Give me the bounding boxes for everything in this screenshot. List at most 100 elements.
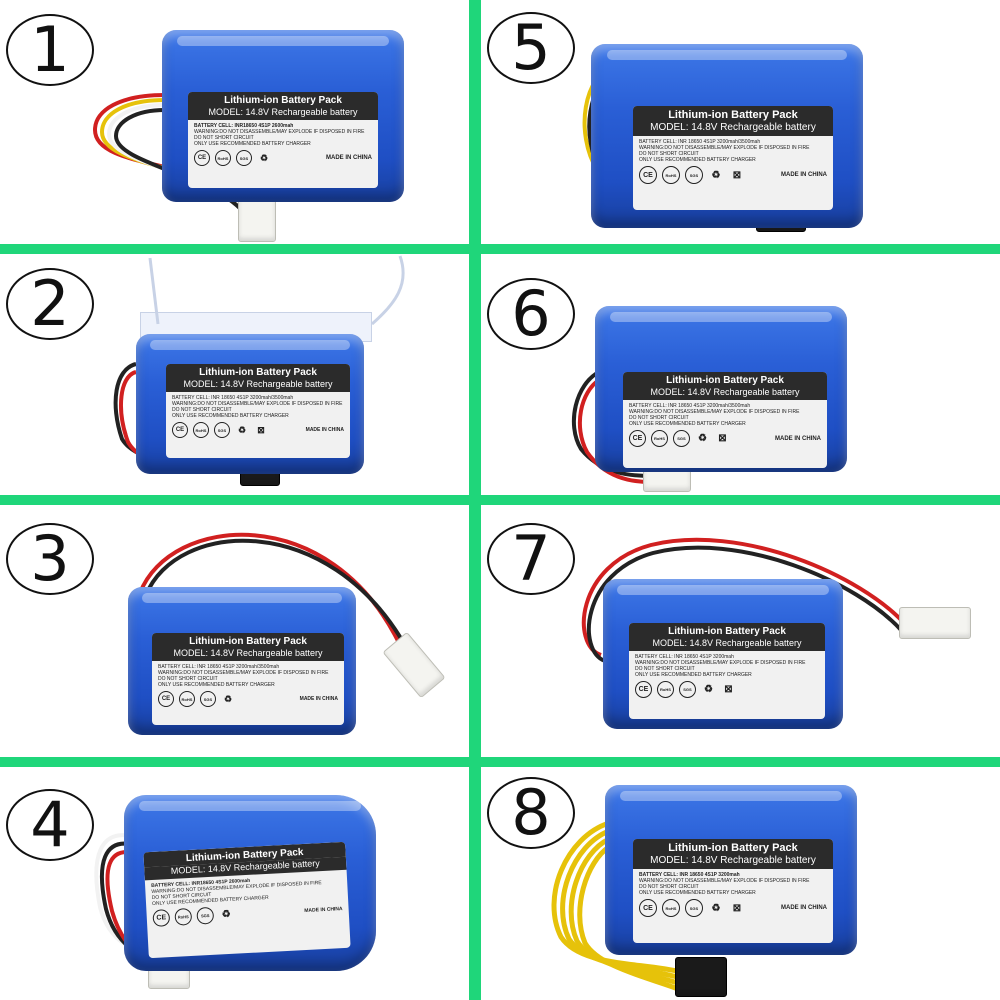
label-short: DO NOT SHORT CIRCUIT [158,676,218,682]
label-model: MODEL: 14.8V Rechargeable battery [633,122,833,136]
certification-marks: CE RoHS SGS ♻ ⊠ MADE IN CHINA [166,419,350,441]
panel-5: 5 Lithium-ion Battery Pack MODEL: 14.8V … [481,0,1000,244]
sgs-mark-icon: SGS [679,681,696,698]
label-model: MODEL: 14.8V Rechargeable battery [623,387,827,400]
rohs-mark-icon: RoHS [651,430,668,447]
recycle-icon: ♻ [237,424,247,435]
panel-3: 3 Lithium-ion Battery Pack MODEL: 14.8V … [0,505,469,757]
certification-marks: CE RoHS SGS ♻ MADE IN CHINA [152,688,344,710]
battery-pack: Lithium-ion Battery Pack MODEL: 14.8V Re… [595,306,847,472]
panel-number: 5 [487,12,575,84]
label-charger: ONLY USE RECOMMENDED BATTERY CHARGER [635,672,752,678]
battery-pack: Lithium-ion Battery Pack MODEL: 14.8V Re… [591,44,863,228]
connector-black [675,957,727,997]
sgs-mark-icon: SGS [685,166,703,184]
panel-8: 8 Lithium-ion Battery Pack MODEL: 14.8V … [481,767,1000,1000]
battery-pack: Lithium-ion Battery Pack MODEL: 14.8V Re… [603,579,843,729]
label-cell: BATTERY CELL: INR 18650 4S1P 3200mah/350… [629,403,751,409]
certification-marks: CE RoHS SGS ♻ ⊠ [629,678,825,701]
ce-mark-icon: CE [172,422,188,438]
label-charger: ONLY USE RECOMMENDED BATTERY CHARGER [639,890,756,896]
rohs-mark-icon: RoHS [657,681,674,698]
battery-label: Lithium-ion Battery Pack MODEL: 14.8V Re… [188,92,378,188]
weee-bin-icon: ⊠ [718,433,727,444]
made-in-label: MADE IN CHINA [781,905,827,911]
recycle-icon: ♻ [704,684,713,695]
made-in-label: MADE IN CHINA [326,155,372,161]
connector-white [899,607,971,639]
panel-number: 8 [487,777,575,849]
battery-pack: Lithium-ion Battery Pack MODEL: 14.8V Re… [162,30,404,202]
horizontal-divider-3 [0,757,1000,767]
battery-label: Lithium-ion Battery Pack MODEL: 14.8V Re… [633,839,833,943]
label-warning: WARNING:DO NOT DISASSEMBLE/MAY EXPLODE I… [158,670,329,676]
ce-mark-icon: CE [194,150,210,166]
label-charger: ONLY USE RECOMMENDED BATTERY CHARGER [629,421,746,427]
label-short: DO NOT SHORT CIRCUIT [172,407,232,413]
label-cell: BATTERY CELL: INR 18650 4S1P 3200mah/350… [158,664,280,670]
panel-number: 4 [6,789,94,861]
battery-label: Lithium-ion Battery Pack MODEL: 14.8V Re… [166,364,350,458]
label-warning: WARNING:DO NOT DISASSEMBLE/MAY EXPLODE I… [194,129,365,135]
recycle-icon: ♻ [223,693,233,704]
label-warning: WARNING:DO NOT DISASSEMBLE/MAY EXPLODE I… [629,409,800,415]
label-model: MODEL: 14.8V Rechargeable battery [188,107,378,120]
battery-label: Lithium-ion Battery Pack MODEL: 14.8V Re… [633,106,833,210]
panel-2: 2 Lithium-ion Battery Pack MODEL: 14.8V … [0,254,469,495]
ce-mark-icon: CE [639,899,657,917]
label-charger: ONLY USE RECOMMENDED BATTERY CHARGER [158,682,275,688]
sgs-mark-icon: SGS [214,422,230,438]
label-title: Lithium-ion Battery Pack [152,633,344,648]
label-warning: WARNING:DO NOT DISASSEMBLE/MAY EXPLODE I… [639,145,810,151]
ce-mark-icon: CE [158,691,174,707]
rohs-mark-icon: RoHS [174,907,193,926]
battery-pack: Lithium-ion Battery Pack MODEL: 14.8V Re… [136,334,364,474]
label-short: DO NOT SHORT CIRCUIT [639,151,699,157]
battery-label: Lithium-ion Battery Pack MODEL: 14.8V Re… [152,633,344,725]
battery-pack: Lithium-ion Battery Pack MODEL: 14.8V Re… [128,587,356,735]
battery-pack: Lithium-ion Battery Pack MODEL: 14.8V Re… [605,785,857,955]
horizontal-divider-1 [0,244,1000,254]
ce-mark-icon: CE [629,430,646,447]
made-in-label: MADE IN CHINA [775,435,821,442]
label-model: MODEL: 14.8V Rechargeable battery [152,648,344,661]
recycle-icon: ♻ [711,169,721,181]
label-charger: ONLY USE RECOMMENDED BATTERY CHARGER [172,413,289,419]
label-model: MODEL: 14.8V Rechargeable battery [633,855,833,869]
panel-number: 7 [487,523,575,595]
recycle-icon: ♻ [221,908,232,921]
panel-number: 3 [6,523,94,595]
label-warning: WARNING:DO NOT DISASSEMBLE/MAY EXPLODE I… [172,401,343,407]
battery-pack: Lithium-ion Battery Pack MODEL: 14.8V Re… [124,795,376,971]
battery-label: Lithium-ion Battery Pack MODEL: 14.8V Re… [623,372,827,468]
weee-bin-icon: ⊠ [732,902,742,914]
recycle-icon: ♻ [698,433,707,444]
label-cell: BATTERY CELL: INR 18650 4S1P 3200mah [635,654,734,660]
label-title: Lithium-ion Battery Pack [629,623,825,638]
horizontal-divider-2 [0,495,1000,505]
label-title: Lithium-ion Battery Pack [633,106,833,122]
label-warning: WARNING:DO NOT DISASSEMBLE/MAY EXPLODE I… [639,878,810,884]
label-short: DO NOT SHORT CIRCUIT [194,135,254,141]
label-short: DO NOT SHORT CIRCUIT [635,666,695,672]
recycle-icon: ♻ [711,902,721,914]
panel-6: 6 Lithium-ion Battery Pack MODEL: 14.8V … [481,254,1000,495]
panel-number: 1 [6,14,94,86]
label-title: Lithium-ion Battery Pack [633,839,833,855]
label-cell: BATTERY CELL: INR 18650 4S1P 3200mah/350… [172,395,294,401]
sgs-mark-icon: SGS [685,899,703,917]
sgs-mark-icon: SGS [236,150,252,166]
ce-mark-icon: CE [635,681,652,698]
label-title: Lithium-ion Battery Pack [623,372,827,387]
certification-marks: CE RoHS SGS ♻ ⊠ MADE IN CHINA [623,427,827,450]
sgs-mark-icon: SGS [196,906,215,925]
recycle-icon: ♻ [259,152,269,163]
label-charger: ONLY USE RECOMMENDED BATTERY CHARGER [194,141,311,147]
ce-mark-icon: CE [152,909,171,927]
made-in-label: MADE IN CHINA [304,905,343,914]
label-title: Lithium-ion Battery Pack [188,92,378,107]
panel-4: 4 Lithium-ion Battery Pack MODEL: 14.8V … [0,767,469,1000]
label-short: DO NOT SHORT CIRCUIT [629,415,689,421]
made-in-label: MADE IN CHINA [299,696,338,702]
made-in-label: MADE IN CHINA [305,427,344,433]
